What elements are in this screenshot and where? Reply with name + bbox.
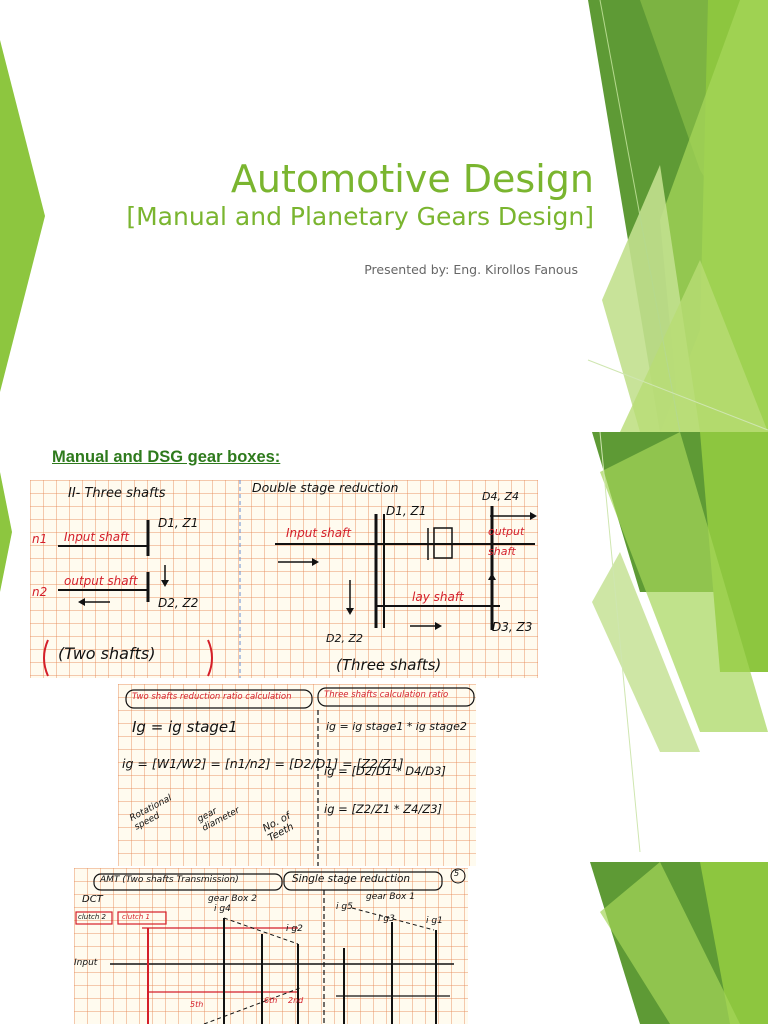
ig-ratio-eq: ig = [W1/W2] = [n1/n2] = [D2/D1] = [Z2/Z… xyxy=(122,756,404,771)
input-label: Input xyxy=(74,958,98,968)
r-output-shaft-label: output shaft xyxy=(488,525,525,558)
d1z1-label: D1, Z1 xyxy=(158,516,199,530)
ig2-label: i g2 xyxy=(286,924,303,934)
green-decoration xyxy=(0,0,768,432)
n2-label: n2 xyxy=(32,585,48,599)
r-ig-eq: ig = ig stage1 * ig stage2 xyxy=(326,720,467,733)
ig4-label: i g4 xyxy=(214,904,231,914)
slide-subtitle: [Manual and Planetary Gears Design] xyxy=(126,202,594,231)
section-heading: Manual and DSG gear boxes: xyxy=(52,448,281,466)
ig-stage-eq: Ig = ig stage1 xyxy=(132,718,238,736)
note2-left-header: Two shafts reduction ratio calculation xyxy=(132,692,292,702)
sixth-gear-label: 6th xyxy=(264,996,278,1005)
ig1-label: i g1 xyxy=(426,916,443,926)
note2-right-header: Three shafts calculation ratio xyxy=(324,690,449,700)
two-shafts-label: (Two shafts) xyxy=(58,644,156,663)
r-d4z4-label: D4, Z4 xyxy=(482,490,519,503)
handwritten-note-shafts: II- Three shafts Double stage reduction … xyxy=(30,480,538,678)
single-stage-header: Single stage reduction xyxy=(292,873,411,885)
note1-drawing xyxy=(43,480,537,678)
title-slide: Automotive Design [Manual and Planetary … xyxy=(0,0,768,432)
note2-drawing xyxy=(125,687,475,866)
presenter-line: Presented by: Eng. Kirollos Fanous xyxy=(364,262,578,277)
circle-five: 5 xyxy=(454,869,460,878)
d2z2-label: D2, Z2 xyxy=(158,596,199,610)
slide-title: Automotive Design xyxy=(230,157,594,201)
handwritten-note-ratios: Two shafts reduction ratio calculation T… xyxy=(118,684,476,866)
clutch2-label: clutch 2 xyxy=(78,913,106,921)
r-ig-z-eq: ig = [Z2/Z1 * Z4/Z3] xyxy=(324,802,443,816)
gear-box1-label: gear Box 1 xyxy=(366,892,415,902)
ig5-label: i g5 xyxy=(336,902,353,912)
handwritten-note-dct: AMT (Two shafts Transmission) Single sta… xyxy=(74,868,468,1024)
amt-header: AMT (Two shafts Transmission) xyxy=(100,875,239,885)
r-d3z3-label: D3, Z3 xyxy=(492,620,533,634)
r-d2z2-label: D2, Z2 xyxy=(326,632,363,645)
dct-label: DCT xyxy=(82,894,103,905)
note3-drawing xyxy=(75,868,466,1024)
r-d1z1-label: D1, Z1 xyxy=(386,504,427,518)
second-gear-label: 2nd xyxy=(288,996,304,1005)
input-shaft-label: Input shaft xyxy=(64,530,130,544)
content-slide: Manual and DSG gear boxes: xyxy=(0,432,768,1024)
note1-right-title: Double stage reduction xyxy=(252,480,399,495)
n1-label: n1 xyxy=(32,532,48,546)
fifth-gear-label: 5th xyxy=(190,1000,204,1009)
ig3-label: i g3 xyxy=(378,914,395,924)
output-shaft-label: output shaft xyxy=(64,574,138,588)
green-decoration-2 xyxy=(0,432,768,1024)
r-ig-d-eq: ig = [D2/D1 * D4/D3] xyxy=(324,764,446,778)
gear-box2-label: gear Box 2 xyxy=(208,894,257,904)
r-input-shaft-label: Input shaft xyxy=(286,526,352,540)
note1-left-title: II- Three shafts xyxy=(68,486,166,501)
three-shafts-label: (Three shafts) xyxy=(336,656,442,674)
lay-shaft-label: lay shaft xyxy=(412,590,464,604)
clutch1-label: clutch 1 xyxy=(122,913,150,921)
